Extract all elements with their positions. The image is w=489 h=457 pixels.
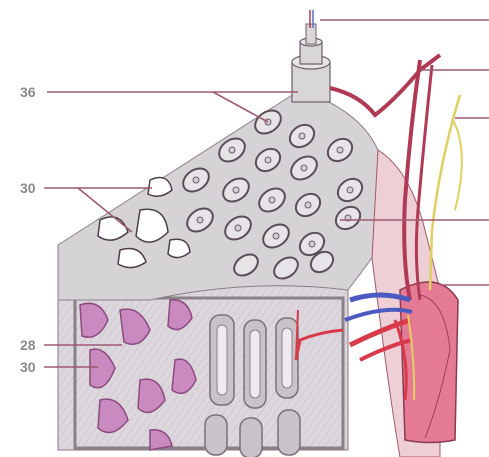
periosteum xyxy=(372,150,458,457)
label-36: 36 xyxy=(20,84,36,100)
bone-top-surface xyxy=(58,90,385,300)
label-28: 28 xyxy=(20,337,36,353)
label-30-bottom: 30 xyxy=(20,359,36,375)
osteon-tower xyxy=(292,10,330,102)
label-30-top: 30 xyxy=(20,180,36,196)
